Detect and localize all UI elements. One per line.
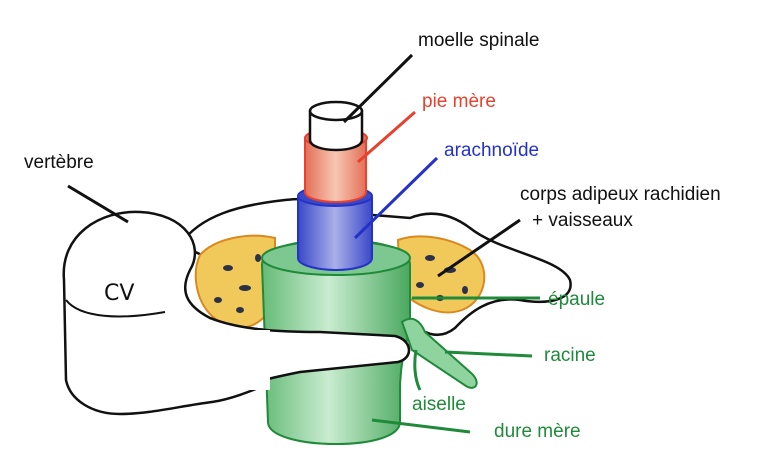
label-aiselle: aiselle	[412, 394, 466, 415]
leader-racine	[445, 352, 532, 356]
label-arachnoide: arachnoïde	[444, 140, 539, 161]
label-cv: CV	[104, 281, 134, 306]
label-moelle-spinale: moelle spinale	[418, 30, 539, 51]
body-fill	[120, 330, 270, 390]
label-dure-mere: dure mère	[494, 421, 581, 442]
label-racine: racine	[544, 345, 596, 366]
leader-vertebre	[68, 186, 128, 222]
label-vertebre: vertèbre	[24, 152, 94, 173]
label-corps-adipeux: corps adipeux rachidien	[520, 184, 721, 205]
label-pie-mere: pie mère	[422, 91, 496, 112]
leader-moelle	[344, 55, 412, 122]
label-vaisseaux: + vaisseaux	[532, 210, 633, 231]
label-epaule: épaule	[548, 289, 605, 310]
